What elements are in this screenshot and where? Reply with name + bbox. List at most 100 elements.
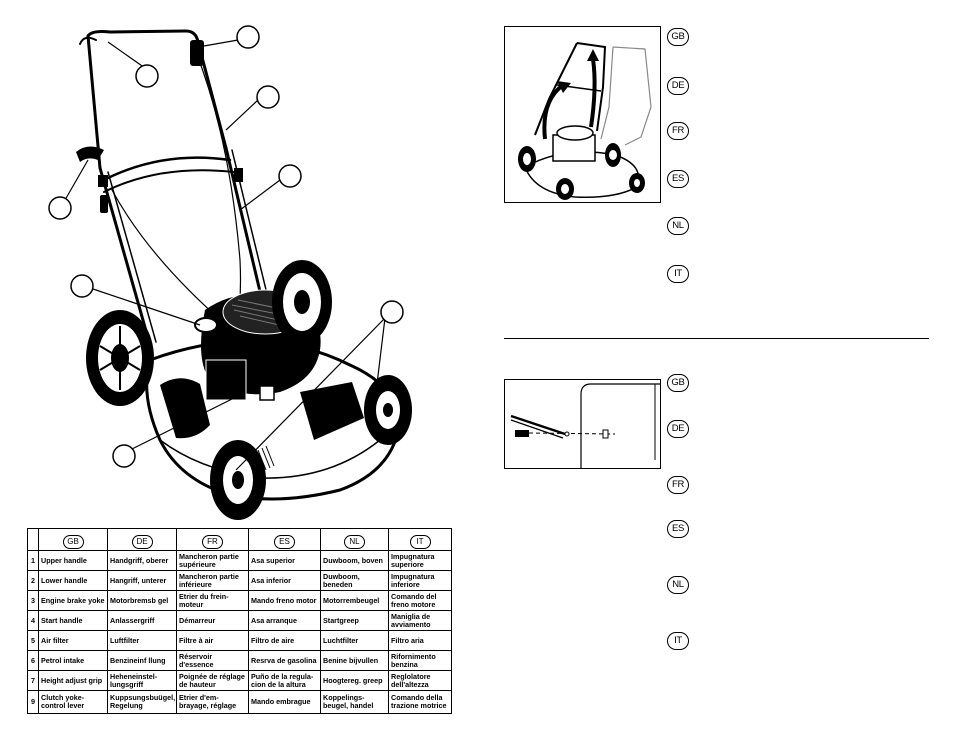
language-badge: IT: [409, 534, 431, 549]
part-number: 4: [27, 610, 39, 631]
language-badge-it: IT: [667, 265, 689, 283]
part-name-cell: Height adjust grip: [38, 670, 108, 691]
part-name-cell: Start handle: [38, 610, 108, 631]
part-name-cell: Benzineinf llung: [107, 650, 177, 671]
part-name-cell: Clutch yoke-control lever: [38, 690, 108, 714]
part-name-cell: Rifornimento benzina: [388, 650, 452, 671]
handle-folding-figure: [504, 26, 661, 203]
callout-circle: [70, 274, 94, 298]
upper-handle-left: [86, 34, 102, 170]
part-name-cell: Mancheron partie supérieure: [176, 550, 249, 571]
part-name-cell: Etrier d'em-brayage, réglage: [176, 690, 249, 714]
part-name-cell: Luchtfilter: [320, 630, 389, 651]
callout-circle: [278, 164, 302, 188]
part-name-cell: Impugnatura superiore: [388, 550, 452, 571]
part-name-cell: Anlassergriff: [107, 610, 177, 631]
rear-left-wheel: [86, 310, 154, 406]
language-badge-de: DE: [667, 420, 689, 438]
part-name-cell: Comando della trazione motrice: [388, 690, 452, 714]
part-name-cell: Resrva de gasolina: [248, 650, 321, 671]
handle-folding-drawing: [518, 42, 652, 200]
callout-circle: [380, 300, 404, 324]
table-header-row: GB DE FR ES NL IT: [27, 528, 452, 551]
part-name-cell: Petrol intake: [38, 650, 108, 671]
part-name-cell: Hoogtereg. greep: [320, 670, 389, 691]
language-badge-gb: GB: [667, 28, 689, 46]
part-name-cell: Filtre à air: [176, 630, 249, 651]
front-left-wheel: [210, 440, 266, 520]
side-discharge: [300, 382, 364, 440]
part-name-cell: Reglolatore dell'altezza: [388, 670, 452, 691]
part-name-cell: Asa inferior: [248, 570, 321, 591]
section-divider: [504, 338, 929, 339]
part-name-cell: Upper handle: [38, 550, 108, 571]
lower-handle-right: [224, 146, 264, 302]
front-right-wheel: [364, 375, 412, 445]
part-name-cell: Comando del freno motore: [388, 590, 452, 611]
language-badge: GB: [62, 534, 84, 549]
part-name-cell: Mando freno motor: [248, 590, 321, 611]
part-name-cell: Mancheron partie inférieure: [176, 570, 249, 591]
part-name-cell: Réservoir d'essence: [176, 650, 249, 671]
part-name-cell: Asa superior: [248, 550, 321, 571]
callout-circle: [236, 25, 260, 49]
part-name-cell: Air filter: [38, 630, 108, 651]
language-badge: DE: [131, 534, 153, 549]
part-name-cell: Kuppsungsbuügel, Regelung: [107, 690, 177, 714]
language-badge-nl: NL: [667, 217, 689, 235]
part-name-cell: Duwboom, beneden: [320, 570, 389, 591]
part-name-cell: Asa arranque: [248, 610, 321, 631]
language-badge: ES: [274, 534, 295, 549]
part-number: 6: [27, 650, 39, 671]
part-name-cell: Impugnatura inferiore: [388, 570, 452, 591]
part-name-cell: Mando embrague: [248, 690, 321, 714]
part-name-cell: Puño de la regula-cion de la altura: [248, 670, 321, 691]
part-name-cell: Heheneinstel-lungsgriff: [107, 670, 177, 691]
lower-handle-left: [98, 166, 152, 347]
lawn-mower-illustration: [48, 25, 412, 520]
language-badge-nl: NL: [667, 576, 689, 594]
upper-handle-right: [86, 29, 228, 150]
part-name-cell: Poignée de réglage de hauteur: [176, 670, 249, 691]
part-name-cell: Motorbremsb gel: [107, 590, 177, 611]
callout-circle: [112, 444, 136, 468]
part-name-cell: Filtro de aire: [248, 630, 321, 651]
header-number: [27, 528, 39, 551]
language-badge-fr: FR: [667, 476, 689, 494]
language-badge-es: ES: [667, 170, 689, 188]
cable-adjust-drawing: [510, 383, 660, 468]
language-badge-fr: FR: [667, 122, 689, 140]
rear-flap: [160, 378, 210, 439]
callout-circle: [256, 85, 280, 109]
part-name-cell: Motorrembeugel: [320, 590, 389, 611]
part-name-cell: Hangriff, unterer: [107, 570, 177, 591]
part-name-cell: Engine brake yoke: [38, 590, 108, 611]
language-badge: NL: [344, 534, 365, 549]
language-badge: FR: [202, 534, 223, 549]
part-name-cell: Duwboom, boven: [320, 550, 389, 571]
part-name-cell: Startgreep: [320, 610, 389, 631]
language-badge-gb: GB: [667, 374, 689, 392]
part-number: 9: [27, 690, 39, 714]
language-badge-de: DE: [667, 77, 689, 95]
part-number: 1: [27, 550, 39, 571]
part-number: 5: [27, 630, 39, 651]
part-name-cell: Handgriff, oberer: [107, 550, 177, 571]
part-name-cell: Etrier du frein-moteur: [176, 590, 249, 611]
language-badge-it: IT: [667, 632, 689, 650]
part-name-cell: Koppelings-beugel, handel: [320, 690, 389, 714]
callout-circle: [48, 196, 72, 220]
part-number: 3: [27, 590, 39, 611]
part-number: 2: [27, 570, 39, 591]
language-badge-es: ES: [667, 520, 689, 538]
part-name-cell: Démarreur: [176, 610, 249, 631]
part-name-cell: Maniglia de avviamento: [388, 610, 452, 631]
